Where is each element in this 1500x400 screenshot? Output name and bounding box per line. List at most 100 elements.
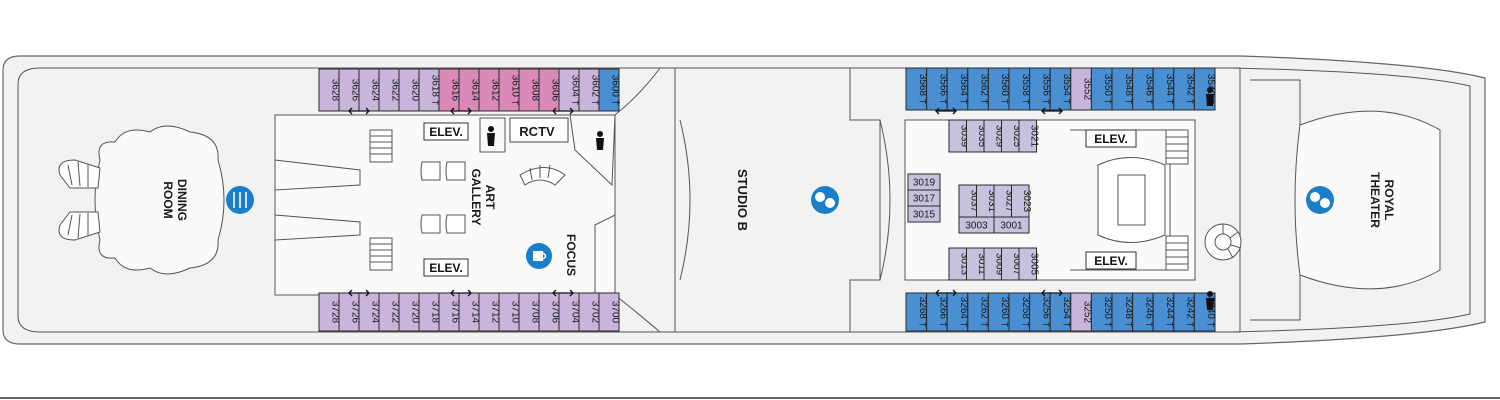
cabin-number: 3029 (993, 125, 1004, 148)
cabin-row-aft-starboard: 3268 †3266 †3264 †3262 †3260 †3258 †3256… (905, 292, 1216, 332)
cabin-number: 3039 (958, 125, 969, 148)
cabin-number: 3554 † (1061, 74, 1072, 105)
elevator-aft-lower: ELEV. (1085, 251, 1137, 270)
cabin: 3710 (498, 292, 521, 332)
restroom-icon (596, 131, 604, 150)
cabin-number: 3600 † (610, 75, 621, 106)
elevator-forward-upper: ELEV. (423, 122, 469, 141)
cabin-number: 3558 † (1020, 74, 1031, 105)
dining-spiral-stairs (58, 159, 101, 241)
theater-foyer (1195, 67, 1241, 333)
elevator-aft-upper: ELEV. (1085, 129, 1137, 148)
cabin: 3542 † (1173, 67, 1196, 111)
connecting-cabin-arrows (348, 107, 1063, 297)
connecting-arrow-icon (552, 289, 574, 297)
elevator-label: ELEV. (1094, 254, 1128, 268)
cabin-number: 3712 (490, 301, 501, 324)
cabin: 3558 † (1008, 67, 1031, 111)
cabin-number: 3562 † (979, 74, 990, 105)
cabin: 3702 (578, 292, 601, 332)
cabin-number: 3716 (450, 301, 461, 324)
cabin-number: 3728 (330, 301, 341, 324)
cabin: 3264 † (946, 292, 969, 332)
connecting-arrow-icon (935, 289, 957, 297)
cabin: 3556 † (1029, 67, 1051, 111)
cabin-number: 3724 (370, 301, 381, 324)
connecting-arrow-icon (1041, 289, 1063, 297)
theater-wall-top (1250, 79, 1301, 125)
cabin-number: 3726 (350, 301, 361, 324)
cabin: 3005 (1018, 247, 1039, 281)
restroom-icon (487, 126, 495, 146)
cabin: 3260 † (987, 292, 1010, 332)
cabin-number: 3602 † (590, 75, 601, 106)
cabin-number: 3262 † (979, 297, 990, 328)
cabin: 3722 (378, 292, 401, 332)
cabin-number: 3248 † (1123, 297, 1134, 328)
cabin: 3600 † (598, 68, 621, 112)
cabin-number: 3011 (976, 253, 987, 275)
cabin: 3708 (518, 292, 541, 332)
cabin: 3724 (358, 292, 381, 332)
cabin: 3566 † (926, 67, 948, 111)
cabin: 3608 (518, 68, 541, 112)
cabin: 3266 † (926, 292, 948, 332)
theater-wall-bottom (1250, 275, 1301, 321)
theater-icon (1306, 186, 1334, 214)
cabin: 3023 (1011, 184, 1032, 218)
connecting-arrow-icon (450, 107, 472, 115)
cabin: 3254 † (1049, 292, 1072, 332)
cabin-number: 3003 (965, 221, 988, 232)
studio-b-arc-right (879, 119, 891, 281)
cabin-number: 3620 (410, 79, 421, 102)
cabin: 3242 † (1173, 292, 1196, 332)
cabin-number: 3616 (450, 79, 461, 102)
cabin: 3568 † (905, 67, 928, 111)
dining-room-area (94, 125, 225, 275)
elevator-forward-lower: ELEV. (423, 258, 469, 277)
cabin-number: 3708 (530, 301, 541, 324)
elevator-label: ELEV. (1094, 132, 1128, 146)
connecting-arrow-icon (348, 107, 370, 115)
gallery-aft-wall (615, 67, 676, 333)
gallery-wall-top (274, 159, 361, 191)
cabin-number: 3612 (490, 79, 501, 102)
cabin: 3546 † (1132, 67, 1154, 111)
cabin: 3610 † (498, 68, 521, 112)
cabin-number: 3242 † (1185, 297, 1196, 328)
cabin: 3003 (958, 216, 995, 234)
cabin-number: 3001 (1000, 221, 1023, 232)
connecting-arrow-icon (1041, 107, 1063, 115)
stair-aft-upper (1165, 129, 1189, 165)
cabin-number: 3568 † (917, 74, 928, 105)
venue-label-focus: FOCUS (564, 234, 578, 276)
cabin: 3552 (1070, 67, 1093, 111)
theater-icon (811, 186, 839, 214)
cabin: 3716 (438, 292, 461, 332)
cabin-number: 3017 (913, 194, 936, 205)
cabin-number: 3546 † (1143, 74, 1154, 105)
venue-label-royal-theater: ROYALTHEATER (1368, 172, 1396, 228)
cabin: 3248 † (1111, 292, 1134, 332)
cabin-number: 3266 † (937, 297, 948, 328)
cabin-number: 3704 (570, 301, 581, 324)
cabin: 3626 (338, 68, 361, 112)
gallery-seating (420, 161, 466, 234)
cabin: 3001 (993, 216, 1030, 234)
dining-icon (226, 186, 254, 214)
cabin-number: 3560 † (999, 74, 1010, 105)
cabin-number: 3720 (410, 301, 421, 324)
cabin: 3246 † (1132, 292, 1154, 332)
cabin-number: 3606 (550, 79, 561, 102)
cabin-number: 3628 (330, 79, 341, 102)
cabin-number: 3025 (1011, 125, 1022, 148)
cabin: 3564 † (946, 67, 969, 111)
cabin: 3720 (398, 292, 421, 332)
cabin-number: 3556 † (1040, 74, 1051, 105)
cabin-number: 3626 (350, 79, 361, 102)
cabin: 3015 (907, 205, 941, 223)
cabin-number: 3718 (430, 301, 441, 324)
cabin: 3614 (458, 68, 481, 112)
